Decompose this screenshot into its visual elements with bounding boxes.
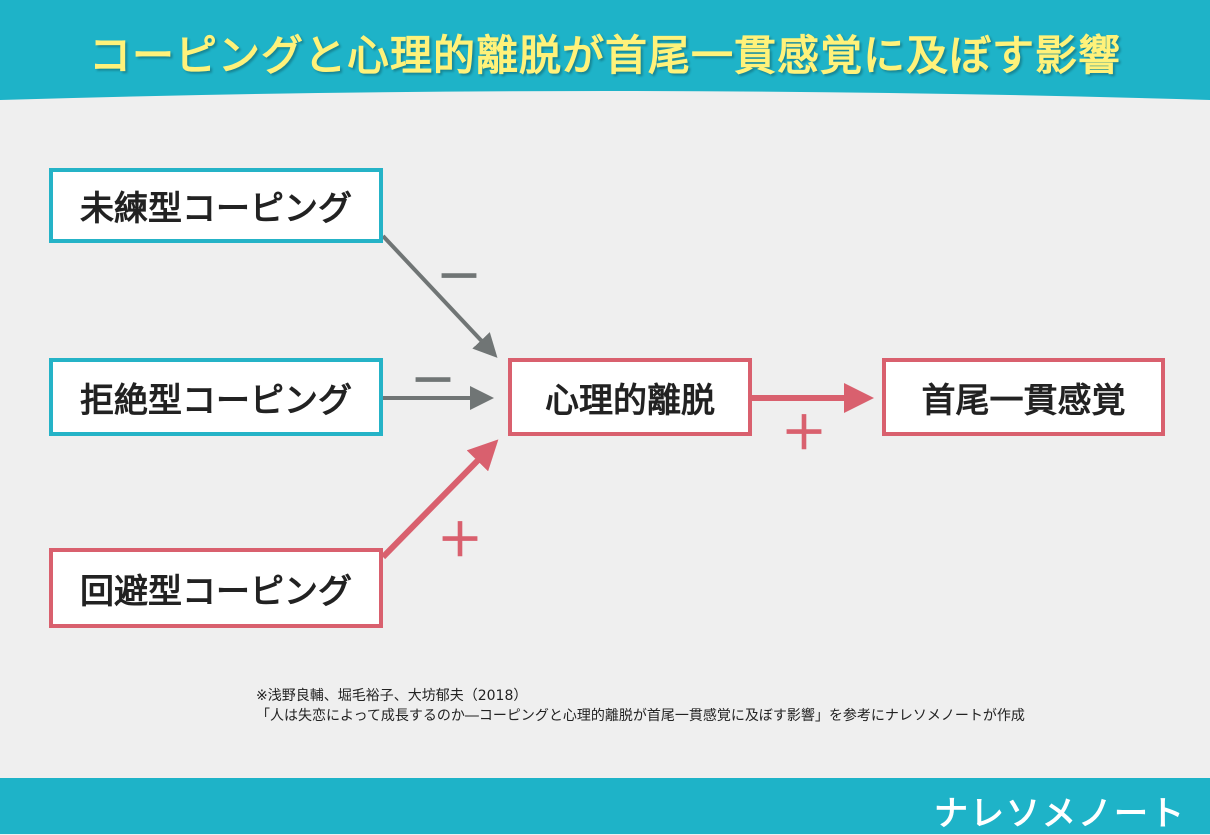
footer-band: ナレソメノート [0, 778, 1210, 834]
source-note: ※浅野良輔、堀毛裕子、大坊郁夫（2018） 「人は失恋によって成長するのか―コー… [256, 686, 1025, 726]
arrow-kaihi-to-detachment [380, 439, 499, 560]
header-band [0, 0, 1210, 100]
page-title: コーピングと心理的離脱が首尾一貫感覚に及ぼす影響 [88, 31, 1121, 80]
node-psychological-detachment: 心理的離脱 [508, 358, 752, 436]
source-title: 「人は失恋によって成長するのか―コーピングと心理的離脱が首尾一貫感覚に及ぼす影響… [256, 708, 1025, 724]
node-mirensei-coping: 未練型コーピング [49, 168, 383, 243]
node-sense-of-coherence: 首尾一貫感覚 [882, 358, 1165, 436]
node-kyozetsu-coping: 拒絶型コーピング [49, 358, 383, 436]
minus-sign: － [410, 354, 456, 408]
node-kaihi-coping: 回避型コーピング [49, 548, 383, 628]
plus-sign: ＋ [437, 513, 483, 567]
source-authors: ※浅野良輔、堀毛裕子、大坊郁夫（2018） [256, 688, 528, 704]
plus-sign: ＋ [781, 406, 827, 460]
minus-sign: － [436, 250, 482, 304]
brand-logo: ナレソメノート [934, 794, 1186, 834]
arrow-mirensei-to-detachment [381, 234, 498, 358]
